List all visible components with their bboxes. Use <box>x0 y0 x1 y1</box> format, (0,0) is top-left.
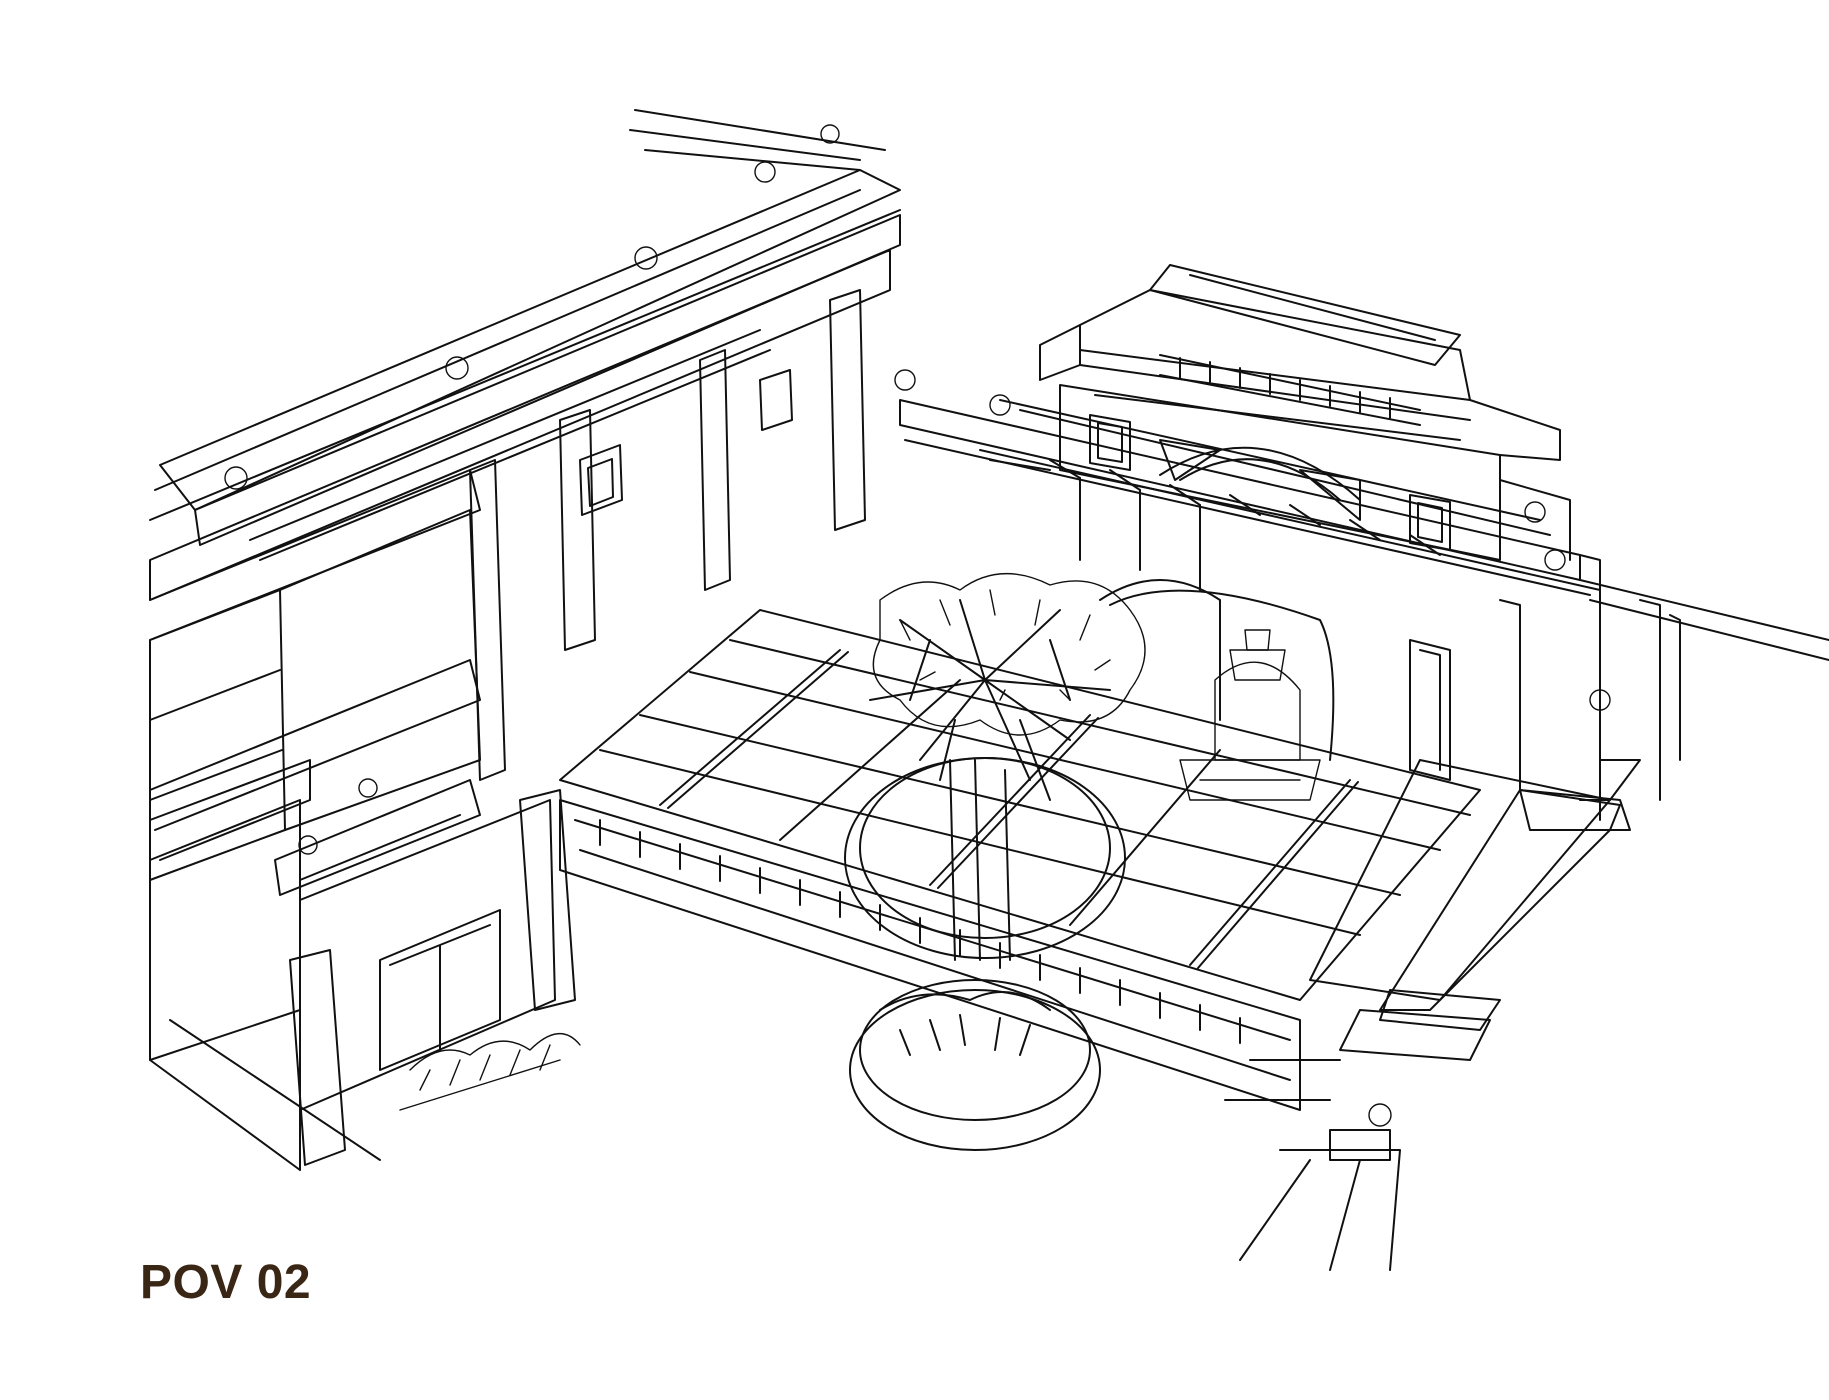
foreground-round-planter <box>850 980 1100 1150</box>
pov-caption: POV 02 <box>140 1256 312 1309</box>
tree-canopy <box>873 574 1145 735</box>
rear-pavilion <box>1040 265 1570 560</box>
left-building-wing <box>150 110 900 1170</box>
right-wing-and-walkway <box>1225 580 1829 1270</box>
left-shrubs <box>400 1034 580 1110</box>
palm-planter <box>845 600 1125 960</box>
fountain <box>1180 630 1320 800</box>
rear-colonnade-and-pergola-top <box>900 400 1600 820</box>
pergola-bridge <box>560 610 1610 1110</box>
